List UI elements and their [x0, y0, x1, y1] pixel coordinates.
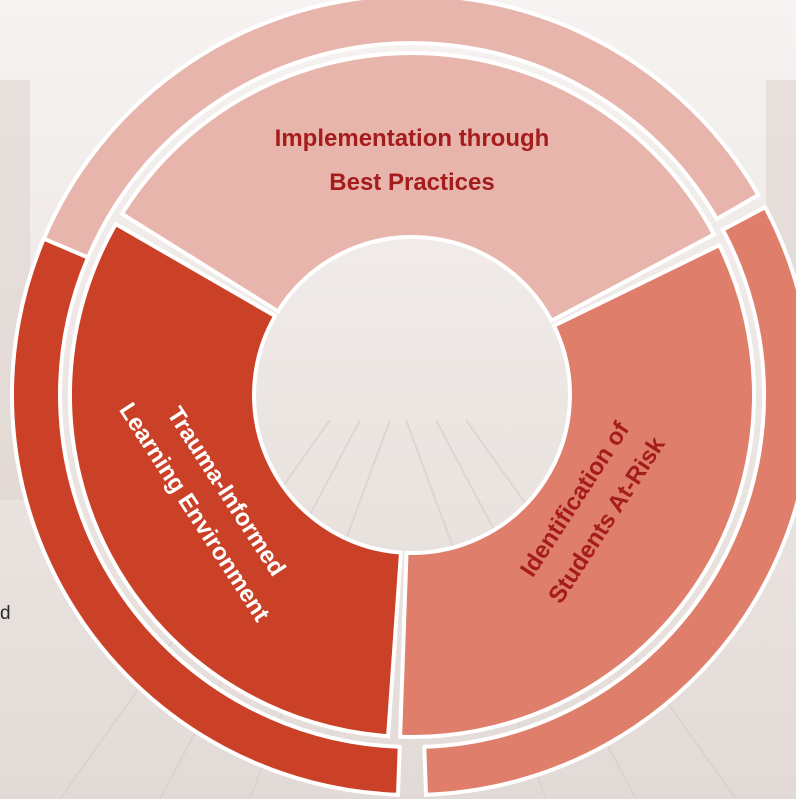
label-line: Implementation through [275, 125, 550, 152]
segment-trauma-informed [68, 221, 404, 739]
outer-ring-identification [422, 204, 796, 797]
outer-ring-implementation [41, 0, 762, 261]
segment-identification [398, 242, 756, 739]
segment-implementation [119, 51, 717, 324]
cropped-side-text: d [0, 603, 11, 624]
segment-label-implementation: Implementation through Best Practices [275, 125, 550, 196]
outer-ring-trauma-informed [10, 236, 402, 797]
label-line: Best Practices [329, 169, 494, 196]
